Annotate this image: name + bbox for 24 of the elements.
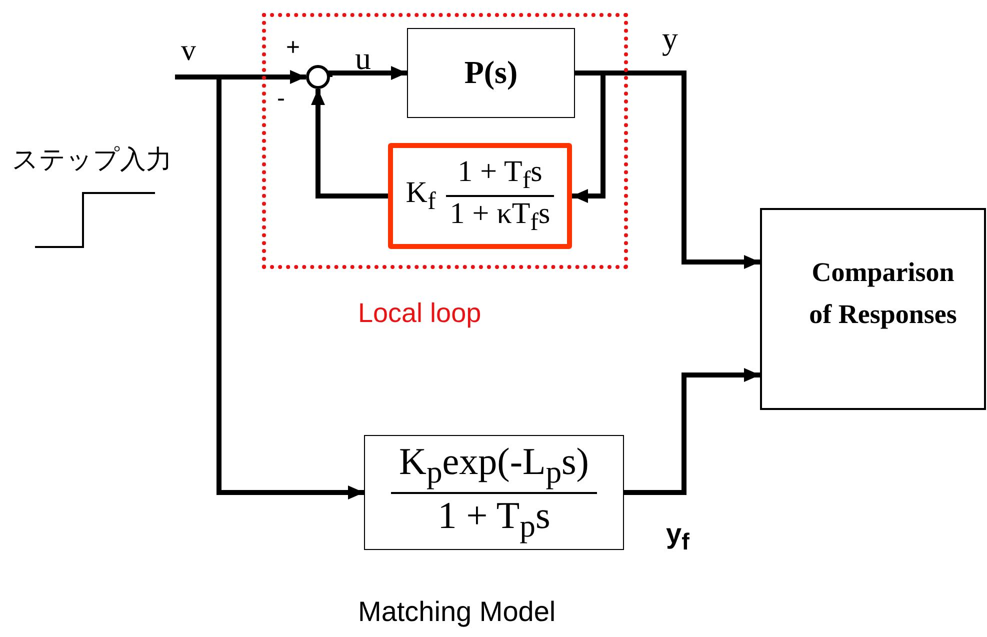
signal-label: y$_{f}$ <box>666 520 690 554</box>
box-title: Comparison of Responses <box>808 256 958 331</box>
gain-text: K$_{f}$ <box>406 176 436 216</box>
group-label: Local loop <box>358 298 482 329</box>
input-caption: ステップ入力 <box>12 146 172 172</box>
model-caption: Matching Model <box>358 596 556 628</box>
sign-label: - <box>277 87 285 111</box>
signal-label: y <box>662 22 678 54</box>
comparison-box <box>760 208 986 410</box>
summing-junction <box>306 65 330 89</box>
numerator: K$_{p}$exp(-L$_{p}$s) <box>398 440 590 492</box>
arrow <box>624 368 760 495</box>
arrow <box>311 89 388 198</box>
sign-label: + <box>286 36 300 60</box>
block-label: P(s) <box>464 53 518 92</box>
signal-label: u <box>355 42 371 74</box>
plant-box <box>407 28 575 118</box>
model-box <box>364 435 624 550</box>
numerator: 1 + T$_{f}$s <box>456 155 544 195</box>
arrow <box>328 66 407 80</box>
input-label: v <box>181 36 196 66</box>
denominator: 1 + T$_{p}$s <box>391 492 597 546</box>
denominator: 1 + κT$_{f}$s <box>446 195 554 237</box>
filter-box <box>388 143 572 249</box>
